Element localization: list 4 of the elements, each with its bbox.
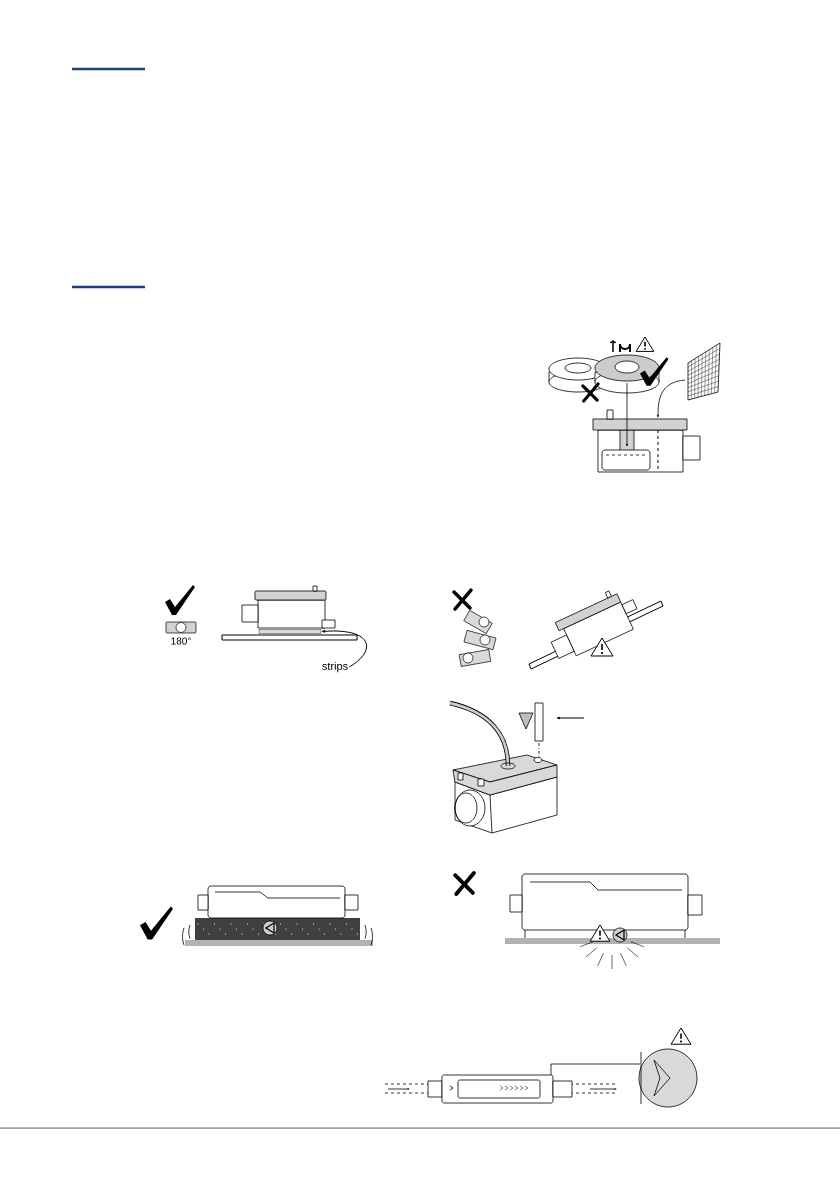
leader-arrow <box>321 629 368 668</box>
angle-label: 180° <box>171 637 191 645</box>
callout-text: strips <box>322 661 348 673</box>
adhesive-strip <box>258 629 322 634</box>
